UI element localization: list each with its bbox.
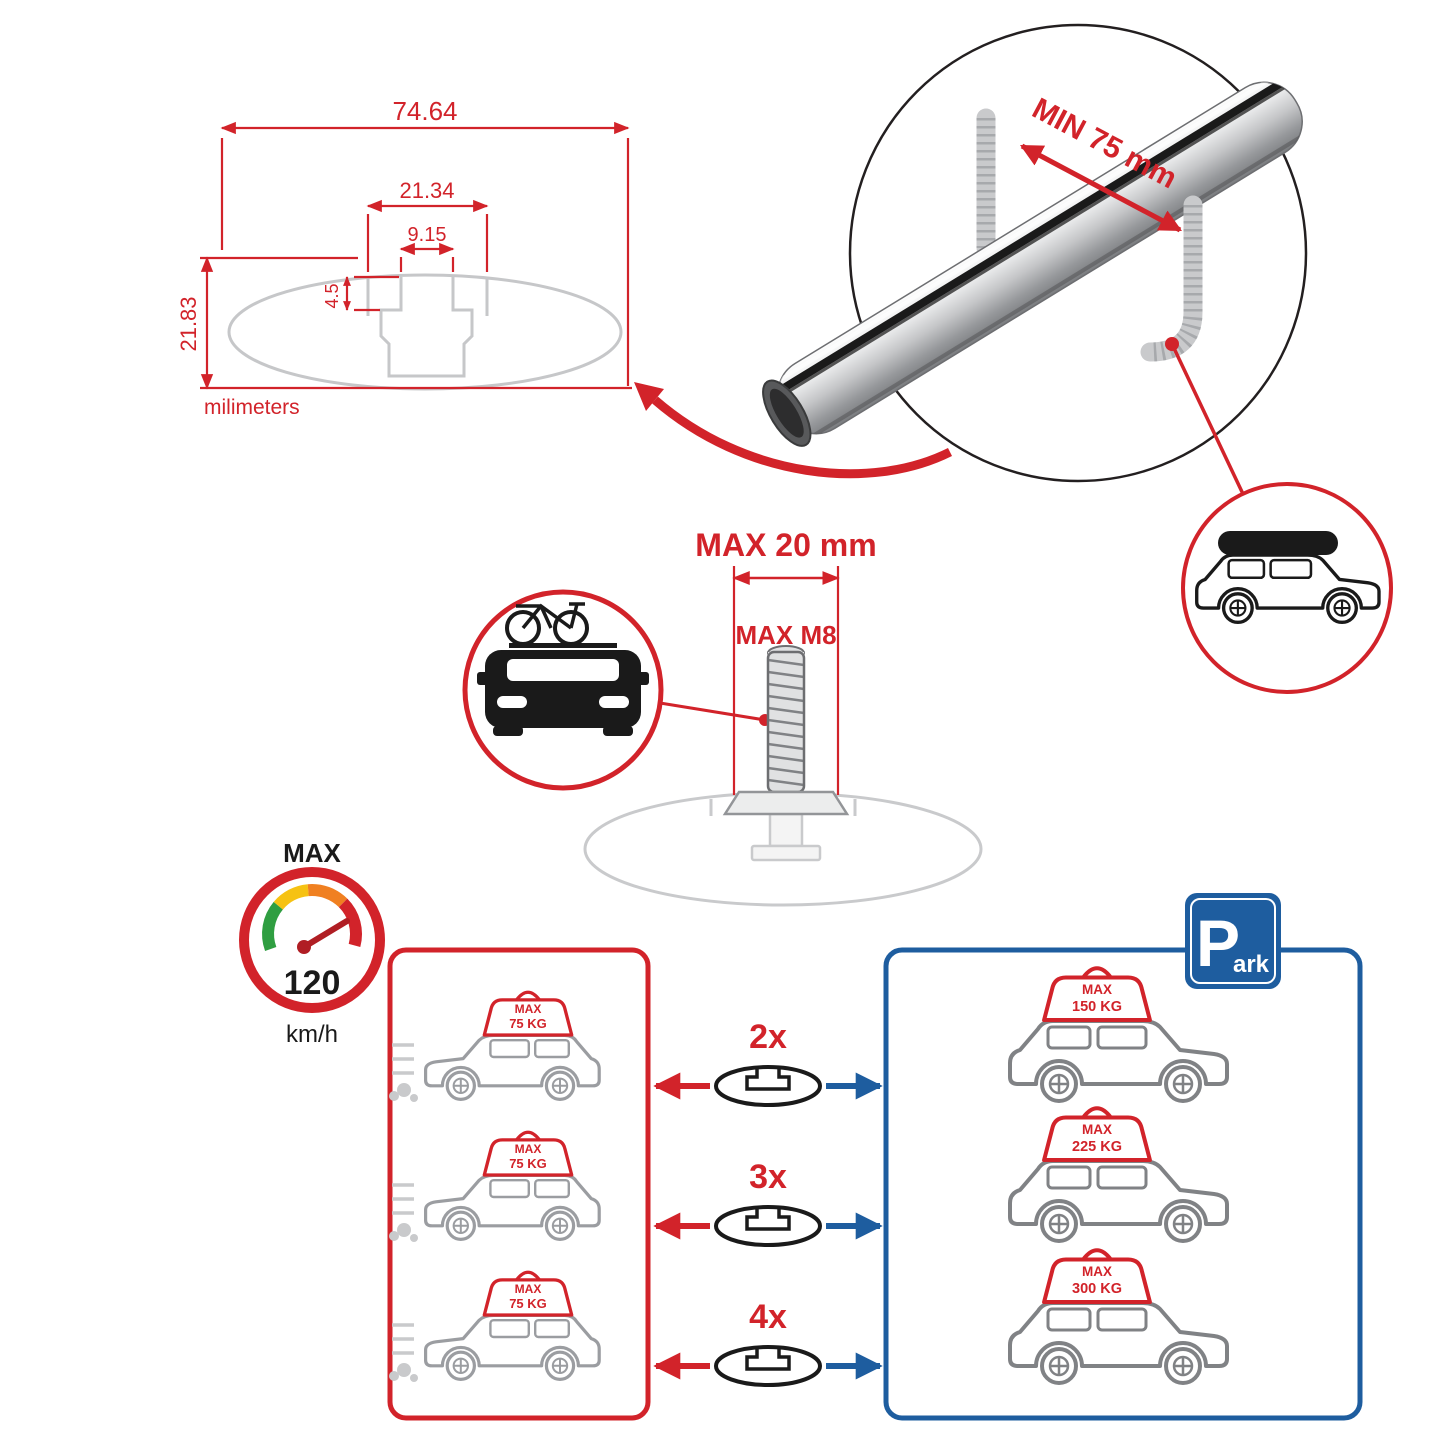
pointer-arrow-shaft [652,396,953,479]
cargo-max-label: MAX [515,1002,542,1016]
speedometer: MAX 120 km/h [239,838,385,1048]
cargo-weight: 75 KG [509,1016,547,1031]
bar-count-2x: 2x [749,1018,787,1056]
bolt-detail-view: MAX 20 mm MAX M8 [462,527,983,907]
bar-count-3x: 3x [749,1158,787,1196]
driving-car-row-3: MAX 75 KG [389,1270,601,1382]
parking-panel: MAX 150 KG MAX 225 KG MAX 300 KG P ark [883,893,1363,1421]
t-slot-profile [379,277,474,378]
bolt-threads [767,658,805,787]
callout-line [1170,343,1245,495]
speedometer-max-label: MAX [283,838,341,868]
dim-slot-depth: 4.5 [322,283,342,308]
bar-count-rows: 2x 3x 4x [656,1018,880,1387]
parking-sign-letter: P [1196,906,1240,980]
bolt-callout-line [659,701,766,722]
cargo-max-label: MAX [515,1142,542,1156]
crossbar-section-icon [714,1205,822,1247]
parked-car-row-2: MAX 225 KG [1008,1108,1229,1243]
motion-lines [392,1183,414,1215]
pointer-arrow-head [634,382,664,411]
cross-section-diagram: 74.64 21.34 9.15 4.5 21.83 milimeters [176,96,953,479]
suv-car [1008,1019,1229,1103]
cargo-max-label: MAX [515,1282,542,1296]
min-span-arrow [1020,143,1182,233]
dim-slot-opening: 9.15 [408,224,447,246]
max-length-label: MAX 20 mm [695,527,876,563]
suv-car [423,1313,601,1382]
driving-panel-border [387,947,651,1421]
parking-panel-border [883,947,1363,1421]
speed-value: 120 [284,964,341,1002]
crossbar-section-icon [714,1065,822,1107]
crossbar-section-icon [714,1345,822,1387]
cargo-max-label: MAX [1082,1122,1112,1137]
parking-sign: P ark [1185,893,1281,989]
speedometer-gauge-arcs [262,884,362,952]
bar-cross-section-ellipse [227,273,623,391]
bar-count-4x: 4x [749,1298,787,1336]
bike-icon [516,602,585,630]
parked-car-row-3: MAX 300 KG [1008,1250,1229,1385]
suv-car [1008,1159,1229,1243]
cargo-weight: 75 KG [509,1156,547,1171]
bolt-flange [722,790,850,816]
bike-car-bubble [462,589,664,791]
speed-unit: km/h [286,1021,338,1048]
dim-total-height: 21.83 [176,296,201,351]
max-thread-label: MAX M8 [735,620,836,650]
parking-sign-suffix: ark [1233,951,1270,978]
car-roofbox-bubble [1181,482,1393,694]
driving-car-row-2: MAX 75 KG [389,1130,601,1242]
suv-car [423,1173,601,1242]
dim-slot-outer: 21.34 [399,178,454,203]
motion-lines [392,1043,414,1075]
cargo-weight: 300 KG [1072,1281,1122,1297]
parked-car-row-1: MAX 150 KG [1008,968,1229,1103]
cargo-weight: 225 KG [1072,1139,1122,1155]
cargo-weight: 150 KG [1072,999,1122,1015]
bolt-dimension-lines [732,566,840,795]
dim-total-width: 74.64 [392,96,457,126]
speedometer-needle [301,918,350,950]
driving-panel: MAX 75 KG MAX 75 KG MAX 75 KG [387,947,651,1421]
motion-lines [392,1323,414,1355]
speedometer-pivot [297,940,311,954]
suv-car [1008,1301,1229,1385]
parking-sign-board [1185,893,1281,989]
bolt-drawing [722,645,850,862]
bar-detail-view: MIN 75 mm [762,23,1393,694]
roof-box [1218,531,1338,555]
parking-sign-border [1190,898,1276,984]
units-label: milimeters [204,396,300,419]
dimension-lines [200,121,632,390]
cargo-max-label: MAX [1082,982,1112,997]
cargo-weight: 75 KG [509,1296,547,1311]
suv-car [423,1033,601,1102]
cargo-max-label: MAX [1082,1264,1112,1279]
driving-car-row-1: MAX 75 KG [389,990,601,1102]
right-clamp-rod [1140,195,1203,362]
bike-car-icon [477,602,649,736]
